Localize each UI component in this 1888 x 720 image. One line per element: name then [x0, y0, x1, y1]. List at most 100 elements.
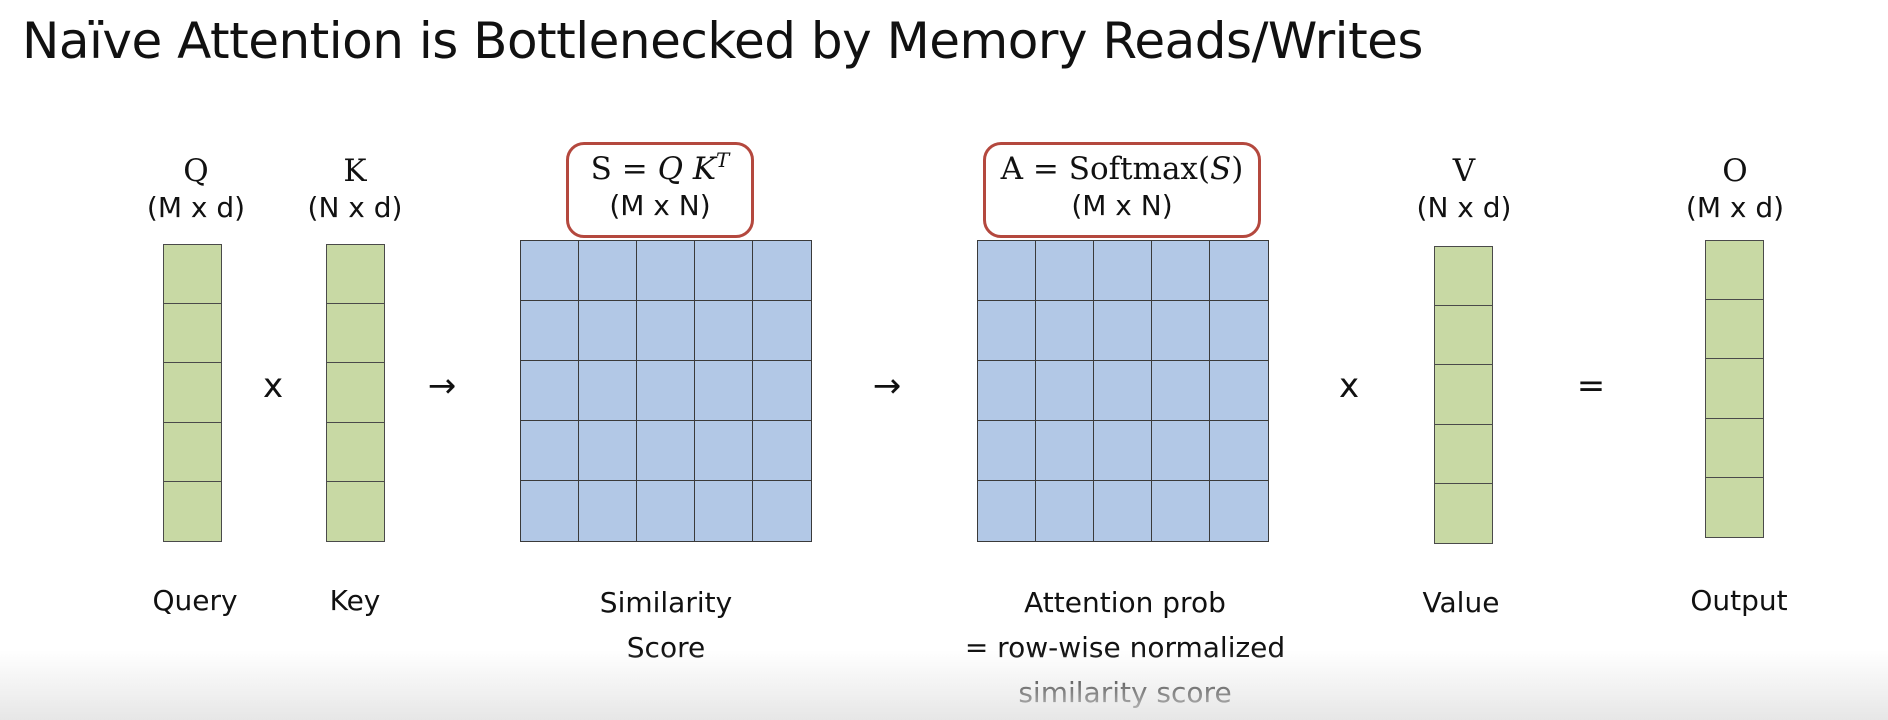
matrix-cell — [1210, 481, 1268, 541]
attention-formula-box: A = Softmax(S) (M x N) — [983, 142, 1261, 238]
vector-cell — [164, 245, 221, 305]
vector-cell — [1435, 247, 1492, 307]
matrix-cell — [695, 241, 753, 301]
vector-cell — [1706, 300, 1763, 360]
key-symbol: K — [343, 153, 367, 189]
matrix-cell — [1152, 361, 1210, 421]
query-symbol: Q — [183, 153, 209, 189]
value-dims: (N x d) — [1416, 191, 1512, 224]
matrix-cell — [579, 421, 637, 481]
matrix-cell — [1094, 421, 1152, 481]
key-label: Key — [329, 584, 381, 617]
output-vector — [1705, 240, 1764, 538]
matrix-cell — [753, 481, 811, 541]
matrix-cell — [637, 241, 695, 301]
matrix-cell — [1094, 301, 1152, 361]
query-vector — [163, 244, 222, 542]
similarity-formula-box: S = Q KT (M x N) — [566, 142, 754, 238]
matrix-cell — [1094, 241, 1152, 301]
value-symbol: V — [1452, 153, 1476, 189]
matrix-cell — [1094, 481, 1152, 541]
vector-cell — [327, 422, 384, 482]
matrix-cell — [753, 421, 811, 481]
matrix-cell — [1094, 361, 1152, 421]
vector-cell — [1435, 424, 1492, 484]
matrix-cell — [521, 241, 579, 301]
attention-matrix — [977, 240, 1269, 542]
query-header: Q (M x d) — [131, 152, 261, 226]
matrix-cell — [695, 421, 753, 481]
arrow-right-icon: → — [427, 366, 457, 406]
matrix-cell — [1210, 421, 1268, 481]
multiply-operator: x — [1338, 366, 1360, 406]
matrix-cell — [1036, 481, 1094, 541]
similarity-dims: (M x N) — [609, 189, 711, 222]
matrix-cell — [1210, 361, 1268, 421]
query-label: Query — [152, 584, 238, 617]
vector-cell — [327, 481, 384, 541]
key-header: K (N x d) — [290, 152, 420, 226]
matrix-cell — [695, 481, 753, 541]
matrix-cell — [753, 301, 811, 361]
slide-title: Naïve Attention is Bottlenecked by Memor… — [22, 12, 1423, 70]
matrix-cell — [978, 421, 1036, 481]
vector-cell — [1706, 359, 1763, 419]
matrix-cell — [978, 361, 1036, 421]
matrix-cell — [1036, 361, 1094, 421]
matrix-cell — [637, 301, 695, 361]
vector-cell — [1706, 418, 1763, 478]
key-vector — [326, 244, 385, 542]
matrix-cell — [637, 481, 695, 541]
output-dims: (M x d) — [1685, 191, 1785, 224]
vector-cell — [164, 481, 221, 541]
matrix-cell — [1210, 241, 1268, 301]
matrix-cell — [1152, 421, 1210, 481]
matrix-cell — [1152, 481, 1210, 541]
vector-cell — [1435, 483, 1492, 543]
matrix-cell — [521, 421, 579, 481]
matrix-cell — [978, 301, 1036, 361]
vector-cell — [327, 304, 384, 364]
equals-operator: = — [1576, 366, 1606, 406]
matrix-cell — [637, 421, 695, 481]
similarity-matrix — [520, 240, 812, 542]
matrix-cell — [695, 301, 753, 361]
attention-label: Attention prob = row-wise normalized sim… — [964, 586, 1286, 709]
vector-cell — [1435, 306, 1492, 366]
matrix-cell — [753, 361, 811, 421]
vector-cell — [1435, 365, 1492, 425]
vector-cell — [164, 304, 221, 364]
output-header: O (M x d) — [1670, 152, 1800, 226]
vector-cell — [1706, 477, 1763, 537]
similarity-label: Similarity Score — [599, 586, 733, 664]
matrix-cell — [1152, 241, 1210, 301]
matrix-cell — [978, 241, 1036, 301]
attention-dims: (M x N) — [1071, 189, 1173, 222]
matrix-cell — [1036, 421, 1094, 481]
matrix-cell — [1152, 301, 1210, 361]
key-dims: (N x d) — [307, 191, 403, 224]
vector-cell — [1706, 241, 1763, 301]
vector-cell — [327, 245, 384, 305]
matrix-cell — [521, 301, 579, 361]
vector-cell — [327, 363, 384, 423]
matrix-cell — [1210, 301, 1268, 361]
output-symbol: O — [1722, 153, 1748, 189]
matrix-cell — [1036, 301, 1094, 361]
matrix-cell — [579, 481, 637, 541]
matrix-cell — [579, 301, 637, 361]
output-label: Output — [1690, 584, 1788, 617]
value-vector — [1434, 246, 1493, 544]
arrow-right-icon: → — [872, 366, 902, 406]
matrix-cell — [1036, 241, 1094, 301]
value-header: V (N x d) — [1399, 152, 1529, 226]
matrix-cell — [695, 361, 753, 421]
multiply-operator: x — [262, 366, 284, 406]
query-dims: (M x d) — [146, 191, 246, 224]
matrix-cell — [978, 481, 1036, 541]
matrix-cell — [753, 241, 811, 301]
matrix-cell — [637, 361, 695, 421]
matrix-cell — [521, 361, 579, 421]
matrix-cell — [579, 241, 637, 301]
vector-cell — [164, 422, 221, 482]
